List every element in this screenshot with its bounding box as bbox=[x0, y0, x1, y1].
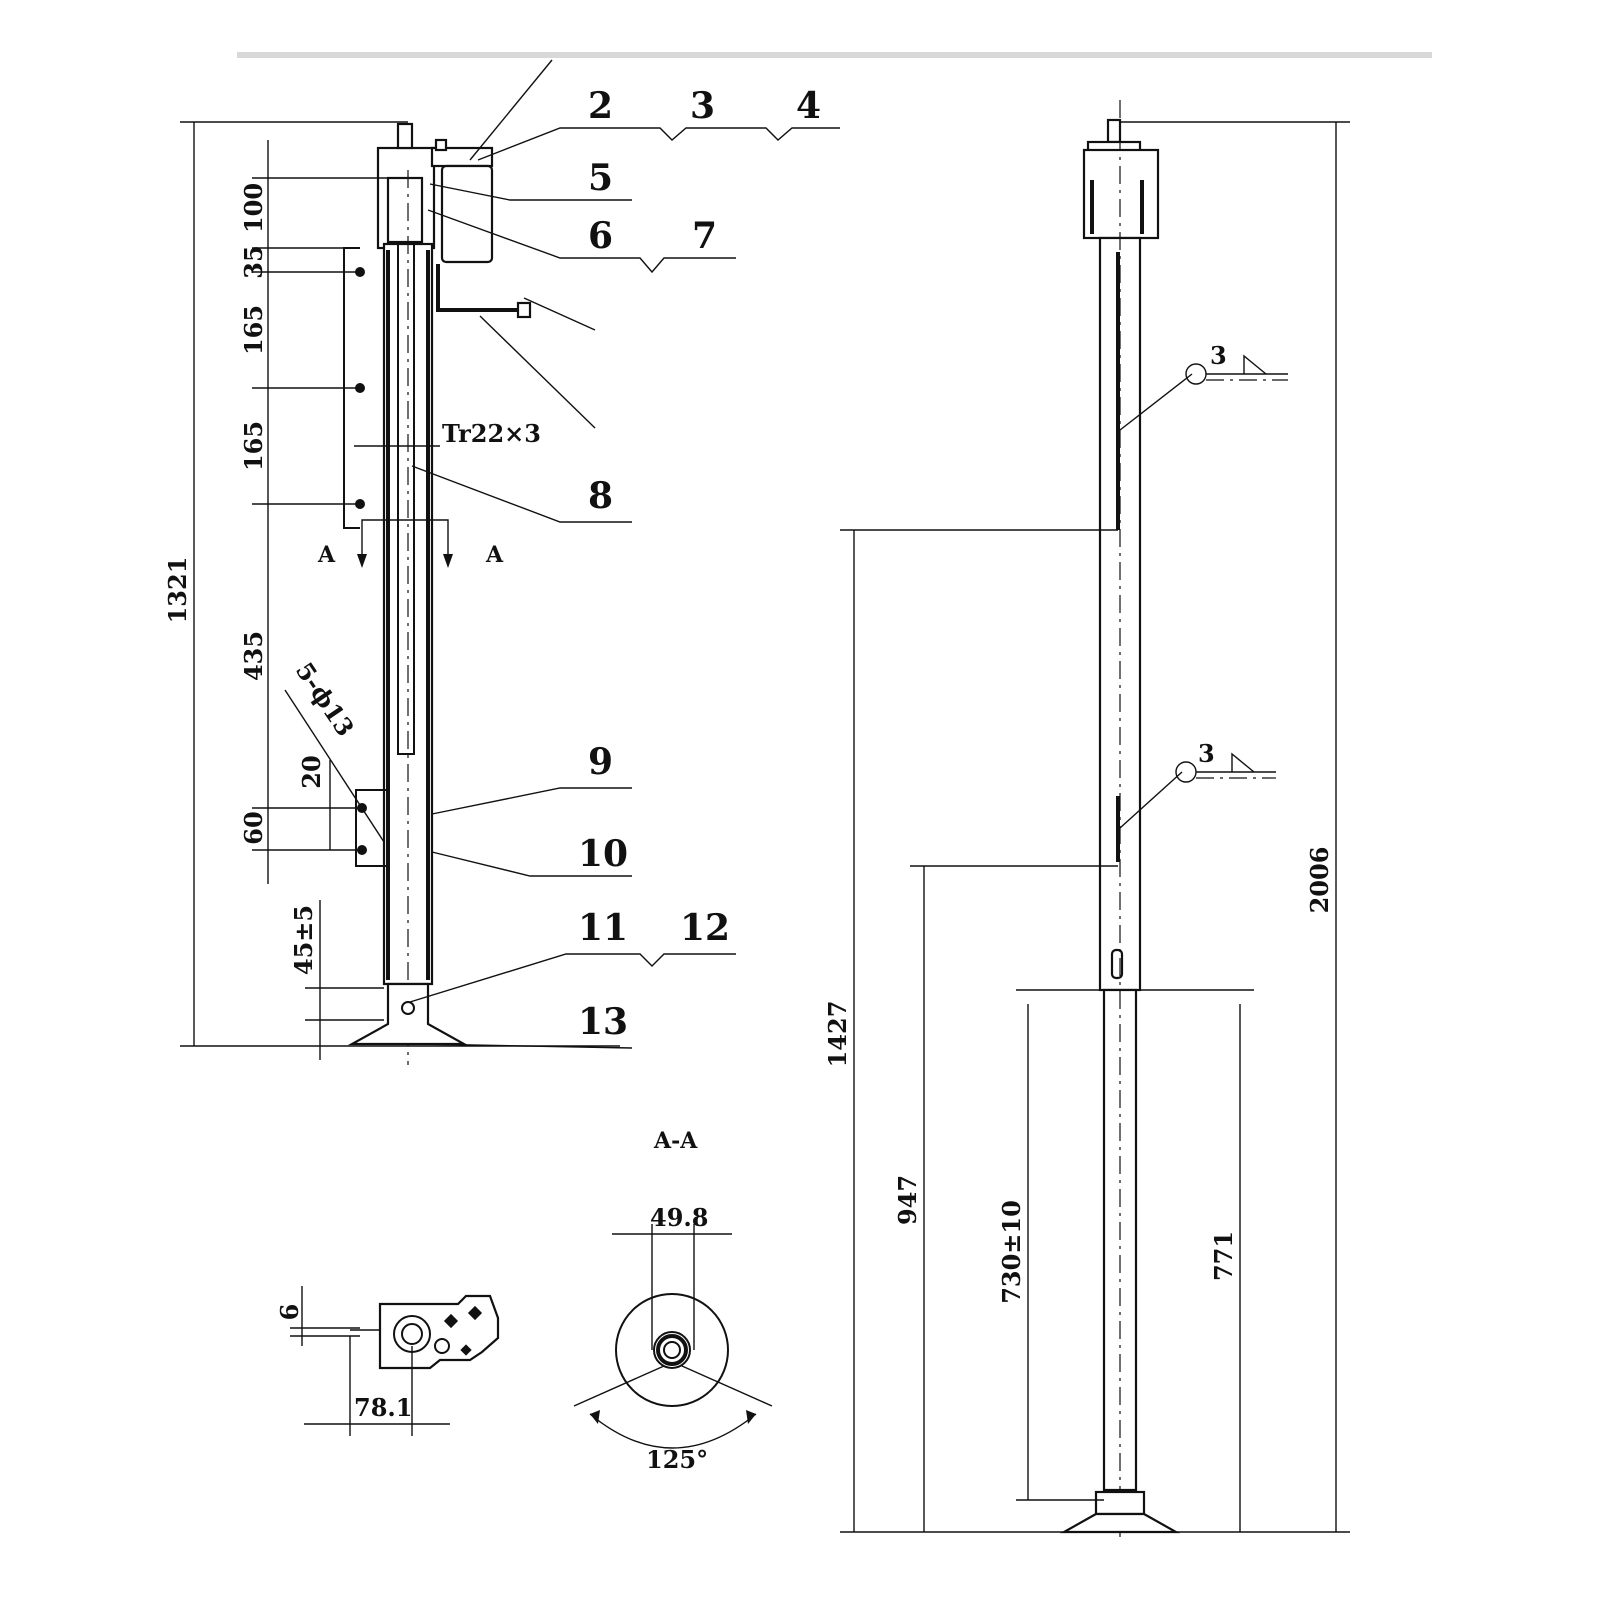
dim-78: 78.1 bbox=[354, 1393, 412, 1422]
part-7: 7 bbox=[692, 215, 717, 257]
right-view bbox=[1059, 100, 1181, 1540]
part-13: 13 bbox=[578, 1001, 628, 1043]
dim-6: 6 bbox=[275, 1304, 304, 1321]
dim-35: 35 bbox=[239, 245, 268, 278]
part-6: 6 bbox=[588, 215, 613, 257]
left-dimension-texts: 1321 100 35 165 165 435 20 60 45±5 5-ϕ13… bbox=[163, 183, 541, 975]
hose bbox=[436, 264, 524, 312]
part-8: 8 bbox=[588, 475, 613, 517]
lead-screw bbox=[397, 243, 415, 755]
section-mark-right: A bbox=[485, 542, 504, 568]
dim-49: 49.8 bbox=[650, 1203, 708, 1232]
top-bolt bbox=[434, 138, 448, 152]
dim-holes: 5-ϕ13 bbox=[290, 657, 360, 742]
dim-2006: 2006 bbox=[1305, 847, 1334, 914]
part-leaders bbox=[409, 59, 840, 1049]
part-5: 5 bbox=[588, 157, 613, 199]
dim-60: 60 bbox=[239, 811, 268, 844]
motor-housing bbox=[440, 164, 494, 264]
part-2: 2 bbox=[588, 85, 613, 127]
dim-730: 730±10 bbox=[997, 1200, 1026, 1304]
part-12: 12 bbox=[680, 907, 730, 949]
dim-angle: 125° bbox=[646, 1445, 708, 1474]
gearbox-top-view bbox=[290, 1286, 500, 1436]
left-dimensions bbox=[180, 121, 620, 1060]
lower-bracket bbox=[355, 789, 386, 867]
section-title: A-A bbox=[653, 1128, 698, 1154]
crank-stub bbox=[396, 122, 414, 150]
left-view bbox=[343, 122, 532, 1065]
part-labels: 2 3 4 5 6 7 8 9 10 11 12 13 bbox=[578, 85, 821, 1043]
dim-20: 20 bbox=[297, 755, 326, 788]
gearbox-core bbox=[386, 176, 424, 244]
section-aa-view: A-A 49.8 125° bbox=[573, 1128, 773, 1474]
right-dimensions bbox=[840, 121, 1350, 1533]
part-9: 9 bbox=[588, 741, 613, 783]
part-11: 11 bbox=[578, 907, 628, 949]
right-dimension-texts: 2006 1427 947 730±10 771 3 3 bbox=[823, 341, 1334, 1304]
dim-165b: 165 bbox=[239, 421, 268, 471]
right-foot bbox=[1059, 1512, 1181, 1534]
dim-100: 100 bbox=[239, 183, 268, 233]
gearbox-dim-texts: 6 78.1 bbox=[275, 1304, 412, 1422]
dim-45: 45±5 bbox=[289, 905, 318, 975]
weld-size-2: 3 bbox=[1198, 739, 1215, 768]
dim-947: 947 bbox=[893, 1175, 922, 1225]
dim-165a: 165 bbox=[239, 305, 268, 355]
weld-size-1: 3 bbox=[1210, 341, 1227, 370]
part-10: 10 bbox=[578, 833, 628, 875]
part-3: 3 bbox=[690, 85, 715, 127]
section-mark-left: A bbox=[317, 542, 336, 568]
part-4: 4 bbox=[796, 85, 821, 127]
dim-thread: Tr22×3 bbox=[442, 419, 541, 448]
dim-771: 771 bbox=[1209, 1231, 1238, 1281]
dim-1321: 1321 bbox=[163, 557, 192, 624]
right-gearbox bbox=[1082, 148, 1160, 240]
dim-1427: 1427 bbox=[823, 1001, 852, 1068]
dim-435: 435 bbox=[239, 631, 268, 681]
